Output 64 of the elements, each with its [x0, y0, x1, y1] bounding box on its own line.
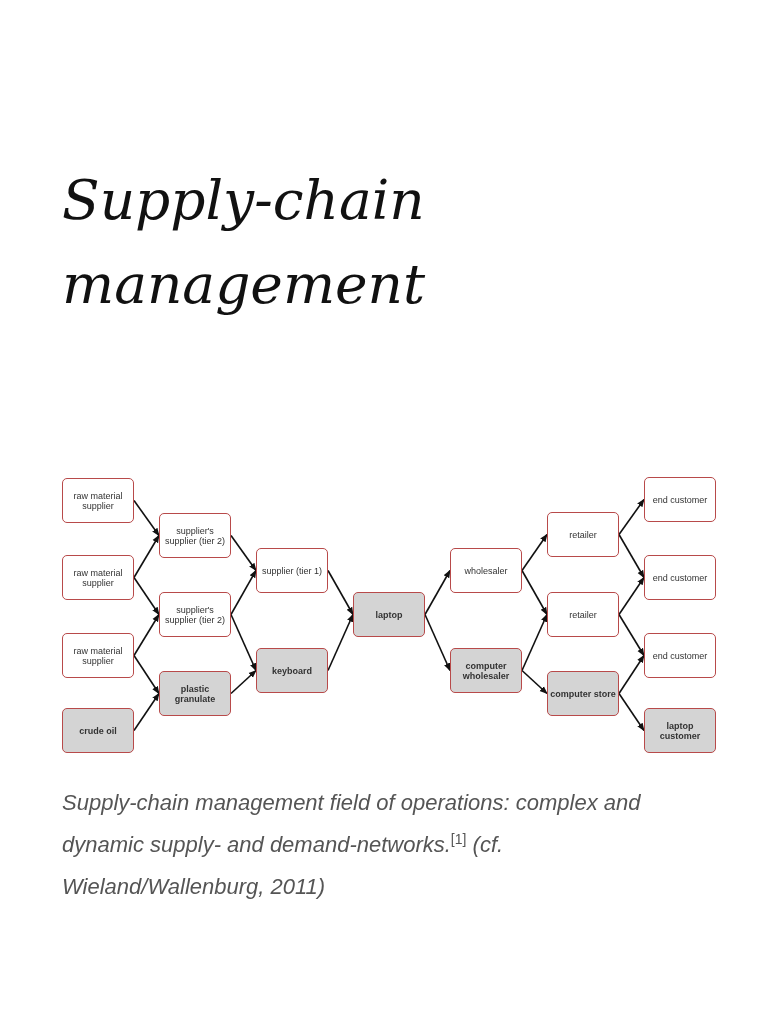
company-box [159, 592, 231, 637]
company-box [159, 513, 231, 558]
node-label: keyboard [271, 665, 313, 676]
product-box [450, 648, 522, 693]
product-box [159, 671, 231, 716]
node-label: supplier's supplier (tier 2) [164, 525, 226, 546]
arrow [230, 534, 257, 572]
arrow [521, 533, 548, 572]
company-box [547, 512, 619, 557]
arrow [230, 669, 257, 695]
company-box [644, 477, 716, 522]
node-label: laptop customer [658, 720, 702, 741]
node-label: raw material supplier [72, 567, 124, 588]
node-label: computer store [549, 688, 617, 699]
company-box [547, 592, 619, 637]
node-label: supplier's supplier (tier 2) [164, 604, 226, 625]
arrow [424, 569, 451, 616]
node-label: crude oil [78, 725, 118, 736]
company-box [62, 633, 134, 678]
node-label: end customer [651, 572, 709, 583]
product-box [644, 708, 716, 753]
arrow [424, 613, 451, 672]
arrow [327, 613, 354, 672]
node-label: wholesaler [463, 565, 509, 576]
arrow [521, 569, 548, 616]
company-box [644, 555, 716, 600]
figure-caption: Supply-chain management field of operations: complex and dynamic supply- and demand-networks.$^{[1]}$ (cf. Wieland/Wallenburg, 2011) [62, 789, 642, 901]
arrow [133, 692, 160, 732]
node-label: raw material supplier [72, 645, 124, 666]
arrow [618, 576, 645, 616]
node-label: raw material supplier [72, 490, 124, 511]
arrow [133, 613, 160, 657]
arrow [230, 613, 257, 672]
arrow [133, 654, 160, 695]
arrow [618, 498, 645, 536]
page-title: Supply-chain management [62, 167, 427, 318]
arrow [618, 613, 645, 657]
company-box [62, 478, 134, 523]
arrow [230, 569, 257, 616]
node-label: supplier (tier 1) [261, 565, 323, 576]
arrow [327, 569, 354, 616]
arrow [618, 692, 645, 732]
arrow [521, 669, 548, 695]
arrow [618, 654, 645, 695]
company-box [256, 548, 328, 593]
node-label: end customer [651, 494, 709, 505]
arrow [618, 533, 645, 579]
arrow [521, 613, 548, 672]
node-label: end customer [651, 650, 709, 661]
company-box [62, 555, 134, 600]
product-box [547, 671, 619, 716]
product-box [62, 708, 134, 753]
node-label: retailer [568, 609, 598, 620]
product-box [256, 648, 328, 693]
arrow [133, 499, 160, 537]
node-label: plastic granulate [173, 683, 217, 704]
product-box [353, 592, 425, 637]
company-box [450, 548, 522, 593]
node-label: laptop [374, 609, 404, 620]
arrow [133, 576, 160, 616]
arrow [133, 534, 160, 579]
company-box [644, 633, 716, 678]
node-label: retailer [568, 529, 598, 540]
node-label: computer wholesaler [461, 660, 511, 681]
